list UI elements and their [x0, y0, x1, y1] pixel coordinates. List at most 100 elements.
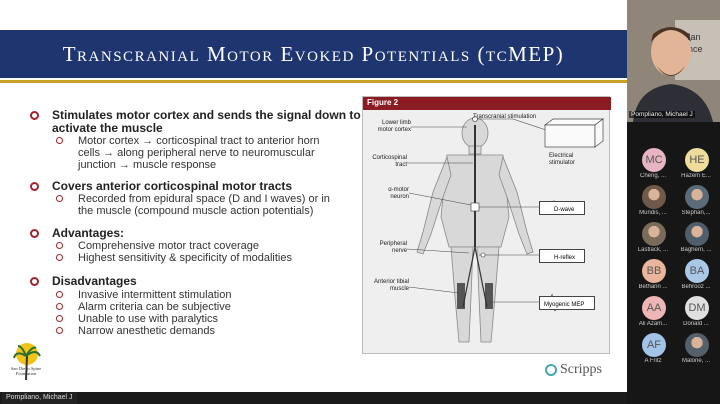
- figure-caption-line: nerve: [391, 248, 407, 254]
- bullet-text: Disadvantages: [52, 274, 137, 288]
- attendee-tile[interactable]: Mundis, ...: [632, 185, 674, 221]
- bullet-icon: [30, 229, 39, 238]
- attendee-photo: [642, 185, 666, 209]
- shared-slide: Transcranial Motor Evoked Potentials (tc…: [0, 0, 627, 392]
- figure-caption: Transcranial stimulation: [473, 114, 537, 120]
- sub-bullet-text: Motor cortex → corticospinal tract to an…: [78, 135, 320, 147]
- attendee-name: Behrooz ...: [681, 284, 711, 290]
- sub-bullet-icon: [56, 137, 63, 144]
- sub-bullet-text: Invasive intermittent stimulation: [78, 289, 232, 301]
- sub-bullet-icon: [56, 315, 63, 322]
- attendee-name: Hazem E...: [681, 173, 711, 179]
- sub-bullet-text: Highest sensitivity & specificity of mod…: [78, 252, 292, 264]
- sub-bullet-text: cells → along peripheral nerve to neurom…: [78, 147, 315, 159]
- sub-bullet-icon: [56, 254, 63, 261]
- backdrop-text: c Jan: [679, 32, 701, 42]
- speaker-video[interactable]: c Jan erence: [627, 0, 720, 122]
- attendee-name: Ali Azam...: [638, 321, 668, 327]
- figure-caption: Peripheral nerve: [367, 241, 407, 255]
- presenter-name-tag: Pompliano, Michael J: [2, 392, 77, 404]
- sub-bullet-text: junction → muscle response: [78, 159, 217, 171]
- figure-label: Figure 2: [367, 98, 399, 107]
- slide-title: Transcranial Motor Evoked Potentials (tc…: [62, 42, 565, 66]
- sub-bullet-text: Narrow anesthetic demands: [78, 325, 215, 337]
- sub-bullet-icon: [56, 242, 63, 249]
- figure-caption-line: neuron: [390, 194, 409, 200]
- figure-caption-line: Lower limb: [381, 120, 411, 126]
- attendee-name: Stephan,...: [681, 210, 711, 216]
- scripps-logo-text: Scripps: [560, 362, 602, 377]
- figure-caption: Electrical stimulator: [549, 153, 575, 167]
- sub-bullet-text: Unable to use with paralytics: [78, 313, 219, 325]
- attendee-avatar: MC: [642, 148, 666, 172]
- figure-caption: α-motor neuron: [369, 187, 409, 201]
- bullet-text: activate the muscle: [52, 121, 163, 135]
- figure-caption-line: tract: [395, 162, 407, 168]
- figure-caption: Anterior tibial muscle: [365, 279, 409, 293]
- bullet-icon: [30, 111, 39, 120]
- speaker-video-feed: c Jan erence: [627, 0, 720, 122]
- bullet-icon: [30, 277, 39, 286]
- figure-header: Figure 2: [363, 97, 611, 110]
- attendee-avatar: AF: [642, 333, 666, 357]
- sub-bullet-icon: [56, 303, 63, 310]
- sub-bullet-text: Alarm criteria can be subjective: [78, 301, 231, 313]
- bullet-icon: [30, 182, 39, 191]
- figure-panel: Figure 2: [362, 96, 611, 354]
- attendee-tile[interactable]: Malone, ...: [675, 333, 717, 369]
- attendee-name: Mundis, ...: [639, 210, 667, 216]
- attendee-name: Donald ...: [683, 321, 709, 327]
- bullet-text: Advantages:: [52, 226, 125, 240]
- attendee-photo: [685, 185, 709, 209]
- attendee-avatar: BA: [685, 259, 709, 283]
- attendee-name: Bethann ...: [638, 284, 668, 290]
- figure-caption-line: motor cortex: [377, 127, 411, 133]
- figure-caption: Corticospinal tract: [367, 155, 407, 169]
- title-divider: [0, 80, 627, 83]
- body-illustration: [406, 116, 605, 343]
- attendee-name: A Fritz: [644, 358, 662, 364]
- h-reflex-box: H-reflex: [539, 249, 585, 263]
- figure-caption: Lower limb motor cortex: [371, 120, 411, 134]
- attendee-name: Cheng, ...: [639, 173, 666, 179]
- slide-title-bar: Transcranial Motor Evoked Potentials (tc…: [0, 30, 627, 78]
- sub-bullet-text: Comprehensive motor tract coverage: [78, 240, 259, 252]
- sub-bullet-icon: [56, 327, 63, 334]
- attendee-tile[interactable]: Lastlack, ...: [632, 222, 674, 258]
- attendee-name: Malone, ...: [681, 358, 710, 364]
- attendee-tile[interactable]: Baghern, ...: [675, 222, 717, 258]
- bullet-text: Covers anterior corticospinal motor trac…: [52, 179, 293, 193]
- figure-caption-line: Anterior tibial: [373, 279, 409, 285]
- figure-caption-line: α-motor: [388, 187, 409, 193]
- scripps-logo-icon: [545, 364, 557, 376]
- attendee-photo: [685, 333, 709, 357]
- figure-caption-line: muscle: [389, 286, 409, 292]
- attendee-avatar: AA: [642, 296, 666, 320]
- attendee-avatar: HE: [685, 148, 709, 172]
- sd-foundation-text: San Diego Spine Foundation: [10, 366, 42, 376]
- sub-bullet-icon: [56, 195, 63, 202]
- h-reflex-label: H-reflex: [554, 255, 576, 261]
- attendee-tile[interactable]: Stephan,...: [675, 185, 717, 221]
- figure-caption-line: Electrical: [549, 153, 574, 159]
- sub-bullet-text: Recorded from epidural space (D and I wa…: [78, 193, 330, 205]
- figure-caption-line: Peripheral: [379, 241, 407, 247]
- speaker-name-tag: Pompliano, Michael J: [629, 111, 695, 118]
- attendee-photo: [685, 222, 709, 246]
- bullet-text: Stimulates motor cortex and sends the si…: [52, 108, 361, 122]
- palm-tree-logo-icon: [13, 343, 41, 381]
- attendee-photo: [642, 222, 666, 246]
- attendee-avatar: DM: [685, 296, 709, 320]
- d-wave-label: D-wave: [554, 207, 575, 213]
- attendee-avatar: BB: [642, 259, 666, 283]
- sub-bullet-text: the muscle (compound muscle action poten…: [78, 205, 314, 217]
- figure-caption-line: stimulator: [549, 160, 576, 166]
